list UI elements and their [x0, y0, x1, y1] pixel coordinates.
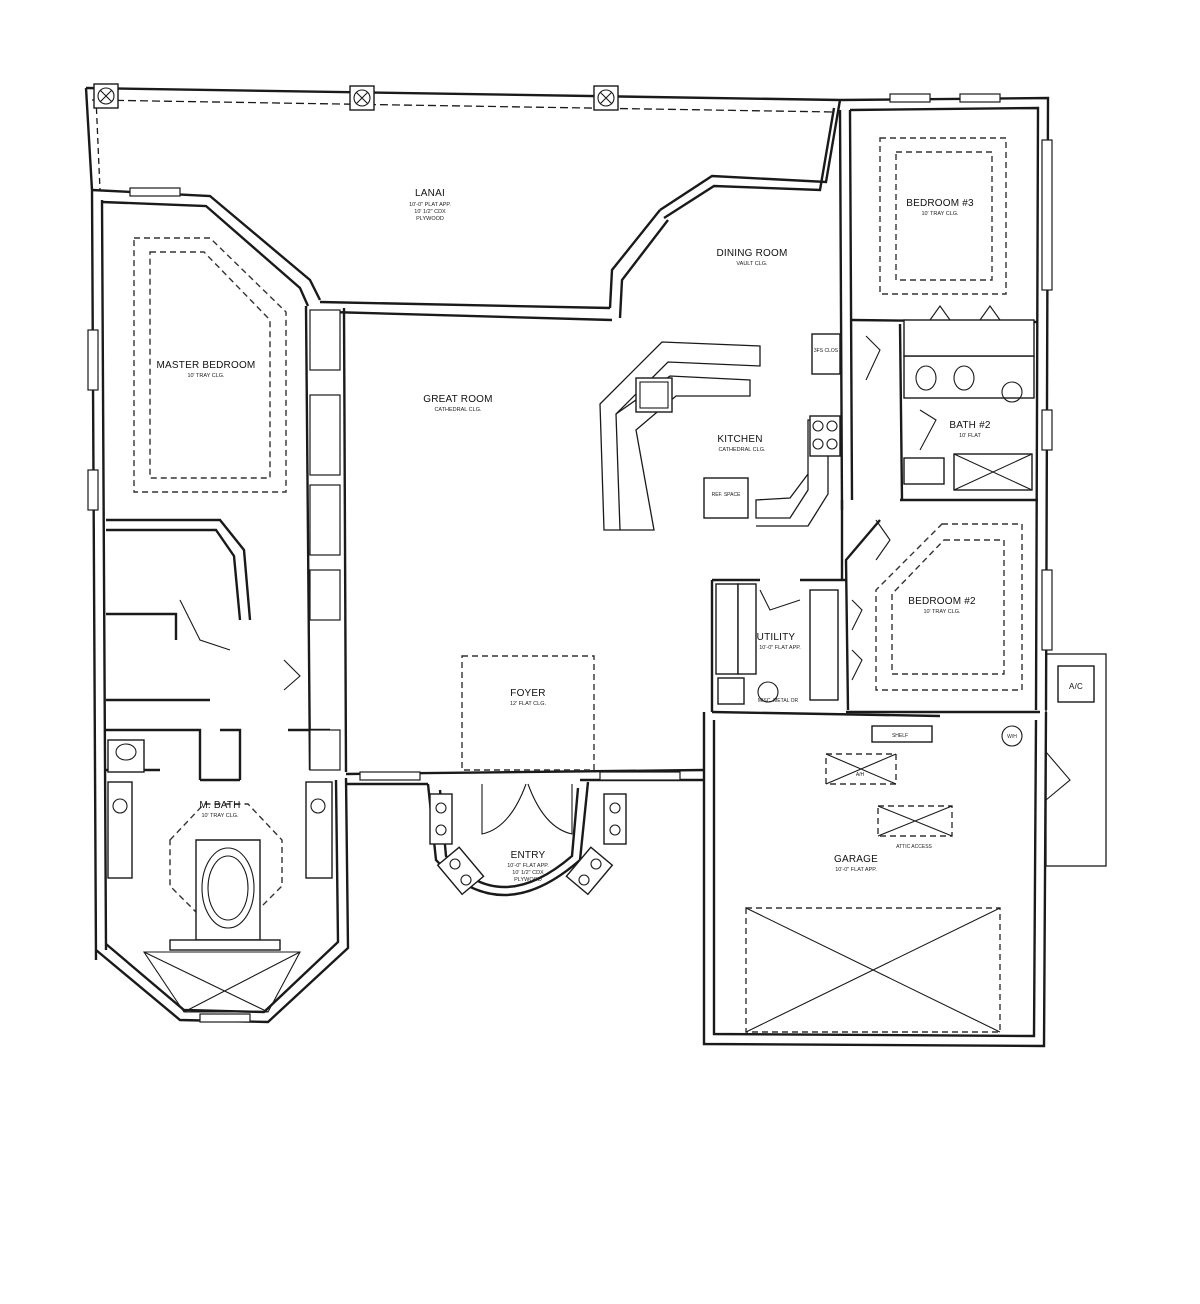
- shelf-label: SHELF: [892, 733, 908, 739]
- room-labels: LANAI 10'-0" PLAT APP. 10' 1/2" CDX PLYW…: [157, 188, 991, 883]
- bath2-fixtures: [903, 319, 1035, 491]
- exterior-walls: [84, 86, 1050, 1048]
- lanai-label: LANAI: [415, 188, 445, 199]
- interior-walls: [106, 109, 1040, 782]
- master-bedroom-label: MASTER BEDROOM: [157, 360, 256, 371]
- svg-text:10'-0" PLAT APP.: 10'-0" PLAT APP.: [409, 202, 451, 208]
- svg-text:CATHEDRAL CLG.: CATHEDRAL CLG.: [718, 447, 766, 453]
- ceiling-outlines: [133, 137, 1023, 1033]
- attic-access-label: ATTIC ACCESS: [896, 844, 932, 850]
- entry-label: ENTRY: [511, 850, 546, 861]
- column-3: [593, 85, 619, 111]
- svg-text:10'-0" FLAT APP.: 10'-0" FLAT APP.: [759, 645, 801, 651]
- pantry-label: 3FS CLOS: [814, 348, 839, 354]
- svg-text:PLYWOOD: PLYWOOD: [416, 216, 444, 222]
- foyer-label: FOYER: [510, 688, 545, 699]
- svg-text:10' 1/2" CDX: 10' 1/2" CDX: [512, 870, 544, 876]
- doors: [179, 305, 1071, 835]
- svg-text:10' TRAY CLG.: 10' TRAY CLG.: [187, 373, 225, 379]
- master-bath-label: M. BATH: [199, 800, 240, 811]
- svg-text:10' TRAY CLG.: 10' TRAY CLG.: [923, 609, 961, 615]
- utility-fixtures: [715, 457, 1095, 747]
- column-1: [93, 83, 119, 109]
- great-room-label: GREAT ROOM: [423, 394, 492, 405]
- svg-text:10' FLAT: 10' FLAT: [959, 433, 981, 439]
- entry-planters: [429, 793, 627, 896]
- svg-text:VAULT CLG.: VAULT CLG.: [736, 261, 768, 267]
- ac-pad: [1045, 653, 1107, 867]
- water-heater-label: W/H: [1007, 734, 1017, 740]
- lanai-columns: [93, 83, 619, 111]
- svg-text:10' TRAY CLG.: 10' TRAY CLG.: [921, 211, 959, 217]
- kitchen-counters: [599, 333, 842, 531]
- garage-markings: [745, 753, 1001, 1033]
- utility-label: UTILITY: [757, 632, 796, 643]
- svg-text:10' TRAY CLG.: 10' TRAY CLG.: [201, 813, 239, 819]
- air-handler-label: A/H: [856, 772, 865, 778]
- garage-label: GARAGE: [834, 854, 878, 865]
- bedroom3-label: BEDROOM #3: [906, 198, 974, 209]
- fixture-labels: A/C ATTIC ACCESS 3FS CLOS REF. SPACE W/H…: [712, 348, 1083, 850]
- refrig-label: REF. SPACE: [712, 492, 741, 498]
- master-bath-fixtures: [107, 739, 333, 1013]
- bath2-label: BATH #2: [949, 420, 990, 431]
- ac-label: A/C: [1069, 682, 1083, 691]
- column-2: [349, 85, 375, 111]
- windows: [87, 93, 1053, 1023]
- svg-text:10'-0" FLAT APP.: 10'-0" FLAT APP.: [507, 863, 549, 869]
- misc-label: MISC. METAL OR: [758, 698, 799, 704]
- svg-text:10'-0" FLAT APP.: 10'-0" FLAT APP.: [835, 867, 877, 873]
- kitchen-label: KITCHEN: [717, 434, 762, 445]
- svg-text:PLYWOOD: PLYWOOD: [514, 877, 542, 883]
- svg-text:CATHEDRAL CLG.: CATHEDRAL CLG.: [434, 407, 482, 413]
- dining-room-label: DINING ROOM: [716, 248, 787, 259]
- bedroom2-label: BEDROOM #2: [908, 596, 976, 607]
- svg-text:10' 1/2" CDX: 10' 1/2" CDX: [414, 209, 446, 215]
- svg-text:12' FLAT CLG.: 12' FLAT CLG.: [510, 701, 546, 707]
